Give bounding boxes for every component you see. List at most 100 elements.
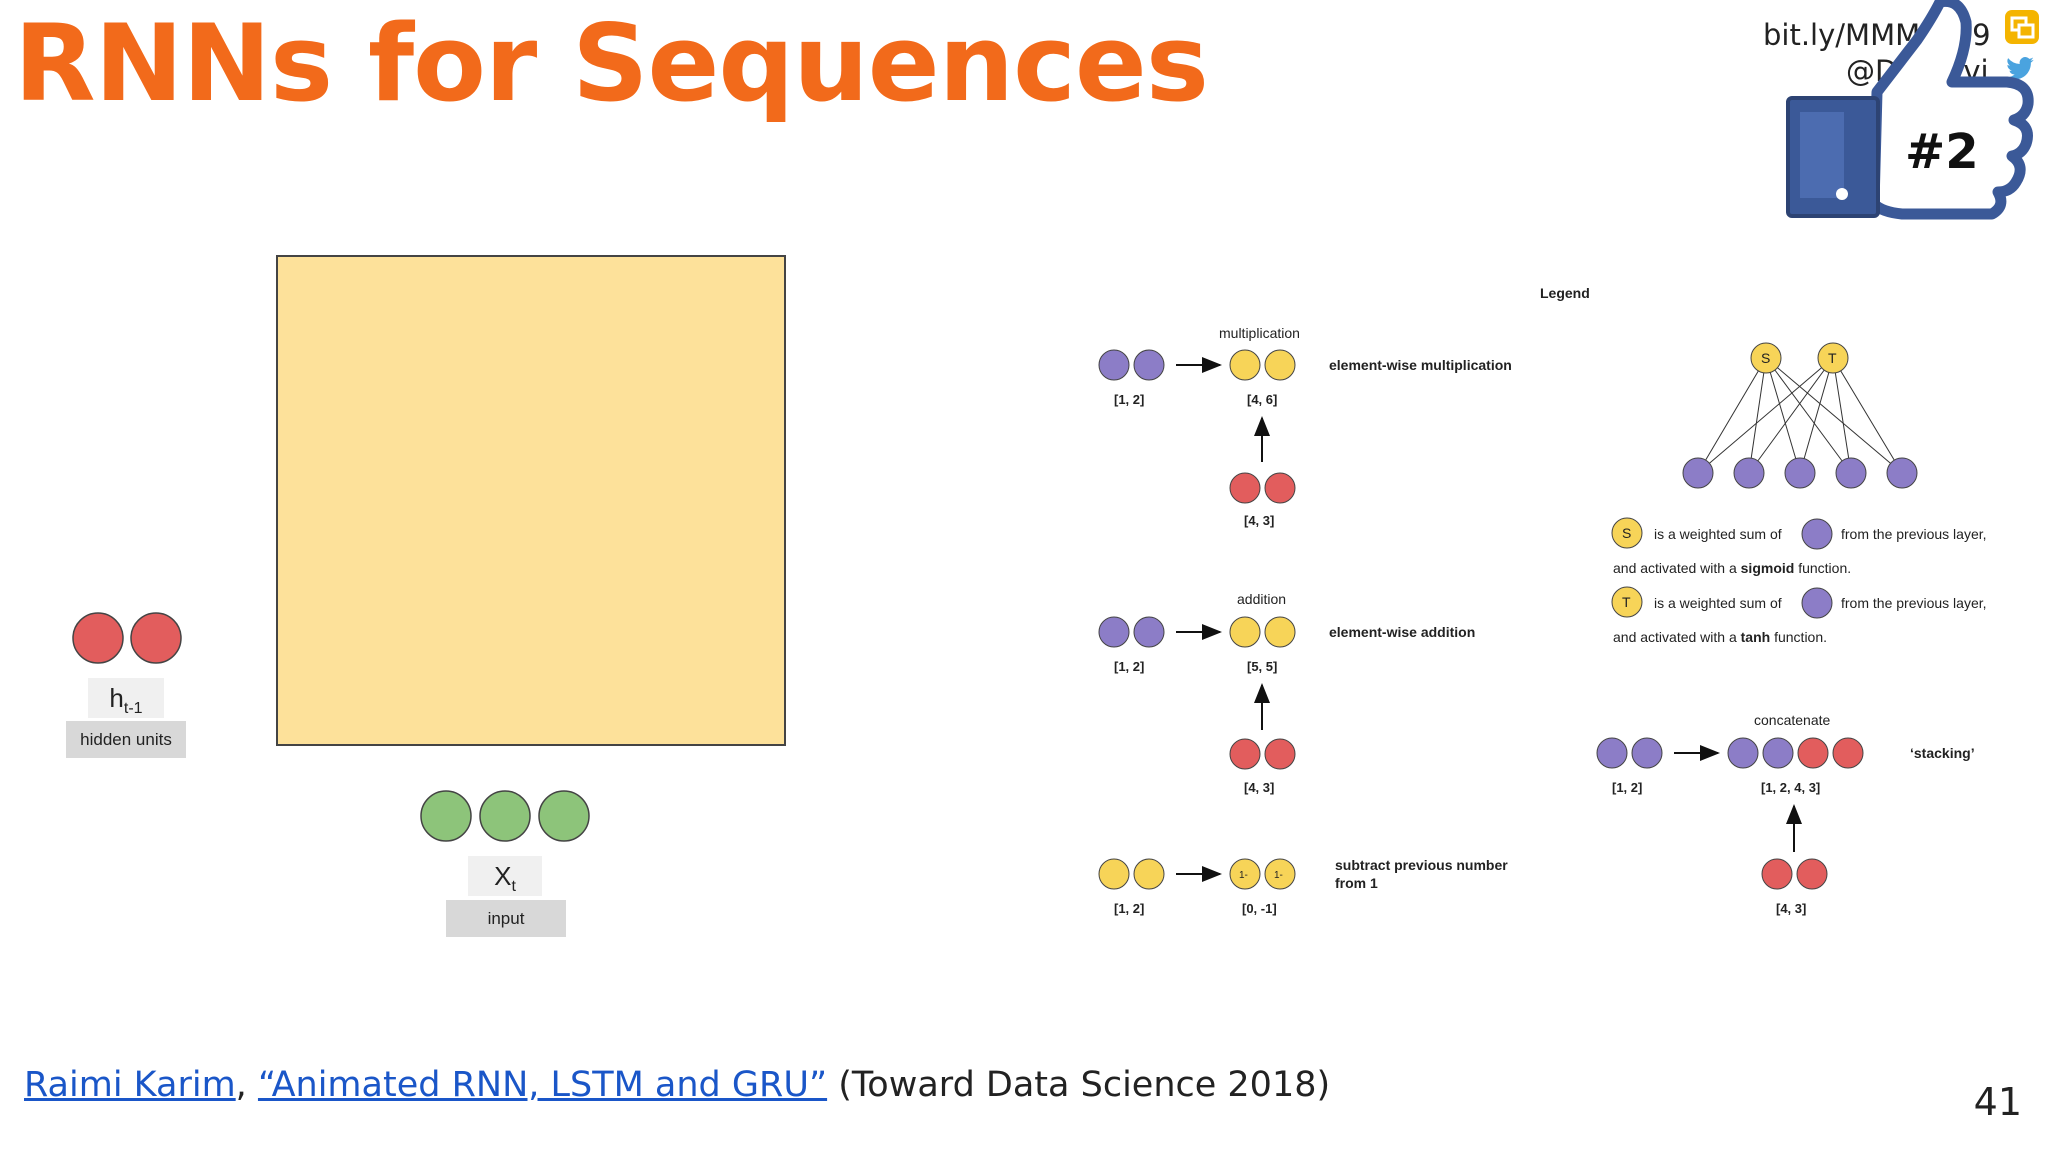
concat-label: concatenate — [1754, 712, 1830, 728]
yellow-node — [1098, 858, 1130, 890]
input-label: input — [446, 900, 566, 937]
concat-out-value: [1, 2, 4, 3] — [1761, 780, 1820, 795]
hidden-symbol-letter: h — [109, 683, 124, 713]
sigmoid-node — [1750, 342, 1782, 374]
twitter-icon[interactable] — [2003, 54, 2037, 84]
add-in-value: [1, 2] — [1114, 659, 1144, 674]
sub-out-value: [0, -1] — [1242, 901, 1277, 916]
sub-node-text: 1- — [1274, 870, 1283, 881]
input-symbol: Xt — [468, 856, 542, 896]
author-link[interactable]: Raimi Karim — [24, 1065, 236, 1105]
concat-in-value: [1, 2] — [1612, 780, 1642, 795]
red-node — [1761, 858, 1793, 890]
purple-node — [1801, 518, 1833, 550]
red-node — [1832, 737, 1864, 769]
purple-node — [1727, 737, 1759, 769]
yellow-node — [1264, 349, 1296, 381]
sub-node-text: 1- — [1239, 870, 1248, 881]
short-link[interactable]: bit.ly/MMM 9 — [1763, 18, 1991, 52]
s-text-c: and activated with a — [1613, 560, 1737, 576]
red-node — [1796, 858, 1828, 890]
hidden-symbol-subscript: t-1 — [123, 700, 143, 718]
hidden-units-label: hidden units — [66, 721, 186, 758]
input-node — [479, 790, 531, 842]
yellow-node — [1229, 858, 1261, 890]
sub-desc-2: from 1 — [1335, 875, 1378, 891]
article-link[interactable]: “Animated RNN, LSTM and GRU” — [257, 1065, 828, 1105]
purple-node — [1133, 616, 1165, 648]
add-other-value: [4, 3] — [1244, 780, 1274, 795]
red-node — [1229, 738, 1261, 770]
yellow-node — [1229, 349, 1261, 381]
red-node — [1264, 472, 1296, 504]
input-symbol-letter: X — [494, 861, 512, 891]
tanh-node — [1817, 342, 1849, 374]
slide-title: RNNs for Sequences — [14, 2, 1209, 125]
s-text-d: function. — [1798, 560, 1851, 576]
credit-separator: , — [235, 1065, 247, 1105]
s-text-bold: sigmoid — [1741, 560, 1795, 576]
page-number: 41 — [1973, 1080, 2022, 1124]
red-node — [1264, 738, 1296, 770]
tanh-legend-letter: T — [1622, 594, 1631, 610]
sub-in-value: [1, 2] — [1114, 901, 1144, 916]
purple-node — [1835, 457, 1867, 489]
yellow-node — [1264, 616, 1296, 648]
input-node — [420, 790, 472, 842]
source-credit: Raimi Karim, “Animated RNN, LSTM and GRU… — [24, 1065, 1330, 1105]
s-text-b: from the previous layer, — [1841, 526, 1987, 542]
t-text-d: function. — [1774, 629, 1827, 645]
legend-title: Legend — [1540, 285, 1590, 301]
mult-desc: element-wise multiplication — [1329, 357, 1512, 373]
mult-in-value: [1, 2] — [1114, 392, 1144, 407]
sigmoid-node-letter: S — [1761, 350, 1770, 366]
sigmoid-legend-letter: S — [1622, 525, 1631, 541]
t-text-c: and activated with a — [1613, 629, 1737, 645]
short-link-part-a: bit.ly/MMM — [1763, 18, 1921, 52]
sub-desc-1: subtract previous number — [1335, 857, 1508, 873]
purple-node — [1801, 587, 1833, 619]
purple-node — [1596, 737, 1628, 769]
s-desc-line: and activated with a sigmoid function. — [1613, 560, 1851, 576]
yellow-node — [1229, 616, 1261, 648]
purple-node — [1098, 616, 1130, 648]
t-text-bold: tanh — [1741, 629, 1771, 645]
input-symbol-subscript: t — [511, 878, 516, 896]
concat-other-value: [4, 3] — [1776, 901, 1806, 916]
t-desc-line: and activated with a tanh function. — [1613, 629, 1827, 645]
thumbs-up-icon — [1786, 0, 2034, 220]
s-text-a: is a weighted sum of — [1654, 526, 1782, 542]
add-desc: element-wise addition — [1329, 624, 1475, 640]
purple-node — [1098, 349, 1130, 381]
input-node — [538, 790, 590, 842]
short-link-part-b: 9 — [1972, 18, 1991, 52]
purple-node — [1631, 737, 1663, 769]
purple-node — [1133, 349, 1165, 381]
purple-node — [1886, 457, 1918, 489]
hidden-state-nodes — [72, 612, 182, 664]
concat-desc: ‘stacking’ — [1910, 745, 1975, 761]
mult-label: multiplication — [1219, 325, 1300, 341]
tanh-node-letter: T — [1828, 350, 1837, 366]
purple-node — [1682, 457, 1714, 489]
add-out-value: [5, 5] — [1247, 659, 1277, 674]
slides-app-icon[interactable] — [2003, 8, 2041, 46]
hidden-node — [130, 612, 182, 664]
purple-node — [1733, 457, 1765, 489]
source-text: (Toward Data Science 2018) — [827, 1065, 1331, 1105]
red-node — [1229, 472, 1261, 504]
hidden-state-symbol: ht-1 — [88, 678, 164, 718]
purple-node — [1784, 457, 1816, 489]
sigmoid-node — [1611, 517, 1643, 549]
input-nodes — [420, 790, 590, 842]
rnn-cell-box — [276, 255, 786, 746]
yellow-node — [1264, 858, 1296, 890]
mult-out-value: [4, 6] — [1247, 392, 1277, 407]
add-label: addition — [1237, 591, 1286, 607]
tanh-node — [1611, 586, 1643, 618]
hidden-node — [72, 612, 124, 664]
yellow-node — [1133, 858, 1165, 890]
legend-diagram: Legend multiplication element-wise multi… — [1098, 285, 1987, 916]
red-node — [1797, 737, 1829, 769]
mult-other-value: [4, 3] — [1244, 513, 1274, 528]
